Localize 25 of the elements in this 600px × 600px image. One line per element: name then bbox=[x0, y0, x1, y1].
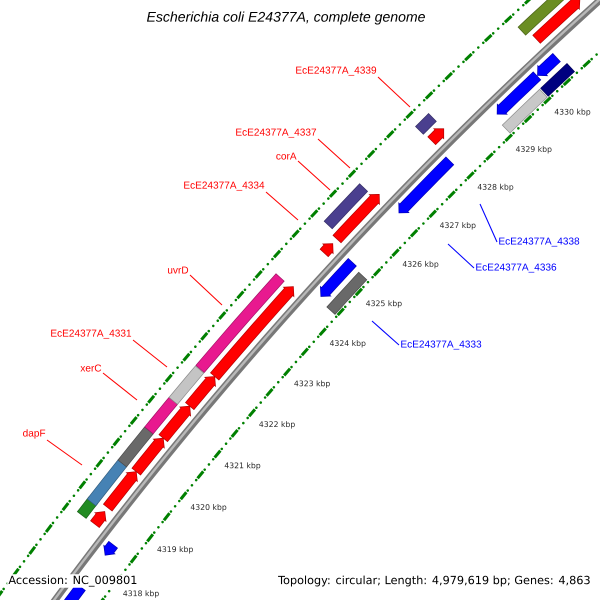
leader-line bbox=[190, 274, 222, 306]
gene-label: EcE24377A_4334 bbox=[184, 182, 264, 191]
leader-line bbox=[102, 372, 138, 400]
gene-label: EcE24377A_4338 bbox=[499, 237, 580, 247]
gene-label: EcE24377A_4333 bbox=[401, 340, 482, 350]
accession-text: Accession: NC_009801 bbox=[7, 574, 139, 588]
gene-label: EcE24377A_4339 bbox=[296, 66, 376, 76]
leader-line bbox=[298, 160, 330, 190]
leader-line bbox=[132, 340, 168, 368]
gene-label: EcE24377A_4337 bbox=[236, 128, 316, 138]
gene-label: corA bbox=[276, 152, 297, 160]
summary-text: Topology: circular; Length: 4,979,619 bp; Genes: 4,863 bbox=[276, 574, 592, 588]
leader-line bbox=[266, 192, 298, 220]
gene-label: xerC bbox=[80, 364, 102, 372]
title: Escherichia coli E24377A, complete genome bbox=[146, 11, 425, 25]
leader-line bbox=[46, 440, 82, 466]
gene-label: dapF bbox=[23, 429, 46, 439]
leader-line bbox=[448, 244, 474, 268]
gene-label: uvrD bbox=[168, 266, 188, 274]
leader-line bbox=[318, 138, 350, 168]
leader-line bbox=[372, 320, 400, 346]
leader-line bbox=[480, 204, 498, 242]
gene-label: EcE24377A_4331 bbox=[51, 330, 132, 339]
gene-label: EcE24377A_4336 bbox=[476, 263, 556, 273]
leader-line bbox=[378, 76, 410, 108]
